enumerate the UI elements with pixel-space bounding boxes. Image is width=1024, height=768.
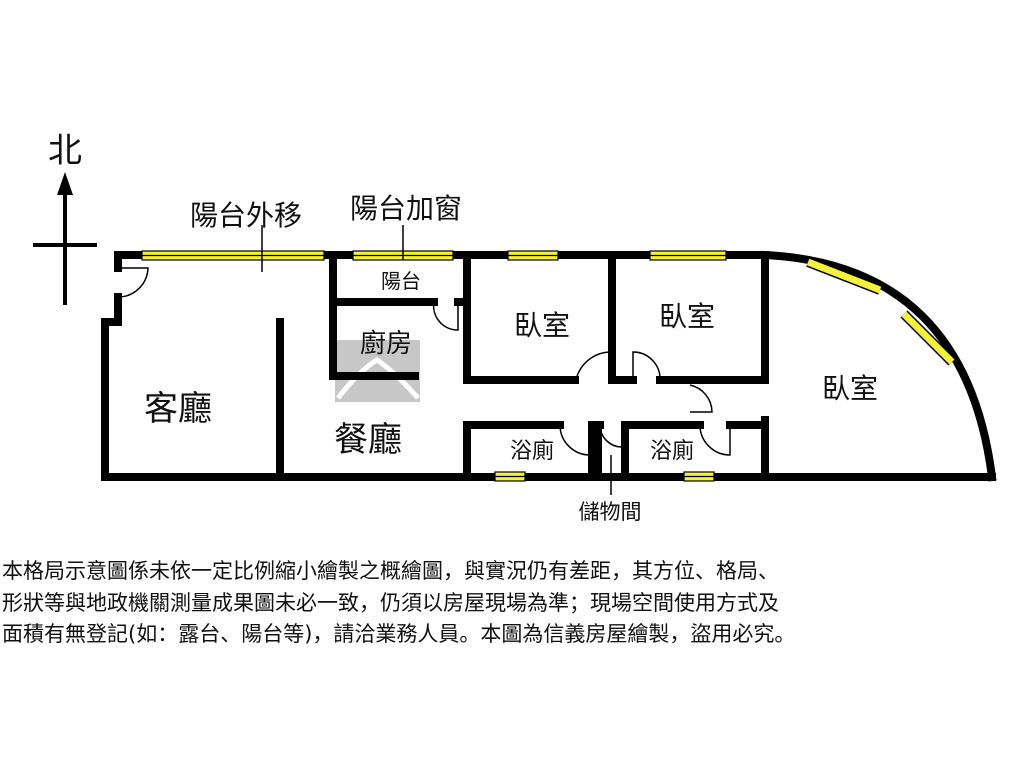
disclaimer-line: 面積有無登記(如：露台、陽台等)，請洽業務人員。本圖為信義房屋繪製，盜用必究。 bbox=[2, 622, 796, 646]
balcony-label: 陽台 bbox=[381, 269, 421, 293]
kitchen-label: 廚房 bbox=[360, 329, 412, 359]
balcony-moved-label: 陽台外移 bbox=[190, 199, 302, 232]
watermark bbox=[335, 340, 420, 402]
doors bbox=[117, 267, 731, 456]
north-label: 北 bbox=[48, 131, 82, 171]
disclaimer: 本格局示意圖係未依一定比例縮小繪製之概繪圖，與實況仍有差距，其方位、格局、 形狀… bbox=[2, 556, 1022, 651]
bedroom-3-label: 臥室 bbox=[822, 372, 878, 405]
bathroom-2-label: 浴廁 bbox=[650, 439, 694, 464]
windows bbox=[141, 225, 956, 495]
watermark-logo bbox=[335, 340, 420, 402]
bedroom-2-label: 臥室 bbox=[659, 300, 715, 333]
north-arrow-icon bbox=[57, 172, 73, 195]
bathroom-1-label: 浴廁 bbox=[510, 439, 554, 464]
dining-room-label: 餐廳 bbox=[334, 420, 402, 460]
storage-label: 儲物間 bbox=[579, 500, 642, 524]
north-compass bbox=[33, 172, 97, 305]
disclaimer-line: 形狀等與地政機關測量成果圖未必一致，仍須以房屋現場為準；現場空間使用方式及 bbox=[2, 590, 779, 615]
bedroom-1-label: 臥室 bbox=[514, 309, 570, 342]
living-room-label: 客廳 bbox=[144, 389, 212, 429]
walls bbox=[101, 250, 997, 482]
disclaimer-line: 本格局示意圖係未依一定比例縮小繪製之概繪圖，與實況仍有差距，其方位、格局、 bbox=[2, 559, 779, 583]
balcony-window-label: 陽台加窗 bbox=[350, 192, 462, 225]
